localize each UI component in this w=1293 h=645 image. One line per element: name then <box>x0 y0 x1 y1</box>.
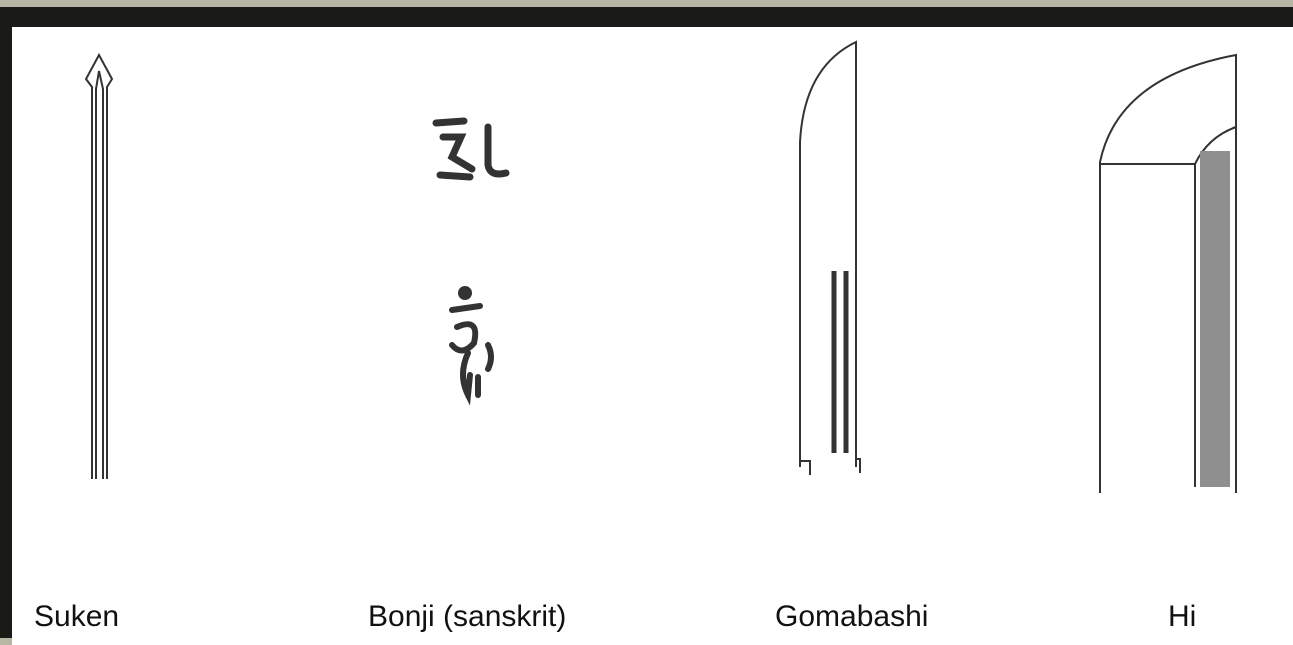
bonji-drawing <box>436 121 506 395</box>
illustration-panel: Suken Bonji (sanskrit) Gomabashi Hi <box>12 27 1293 645</box>
gomabashi-label: Gomabashi <box>775 599 928 635</box>
engravings-illustration <box>12 27 1293 645</box>
suken-label: Suken <box>34 599 119 635</box>
bonji-character-lower <box>452 289 491 395</box>
image-frame: Suken Bonji (sanskrit) Gomabashi Hi <box>0 7 1293 638</box>
gomabashi-drawing <box>800 42 860 475</box>
hi-label: Hi <box>1168 599 1196 635</box>
bonji-label: Bonji (sanskrit) <box>368 599 566 635</box>
hi-drawing <box>1100 55 1236 493</box>
bonji-character-upper <box>436 121 506 177</box>
suken-drawing <box>86 55 112 479</box>
